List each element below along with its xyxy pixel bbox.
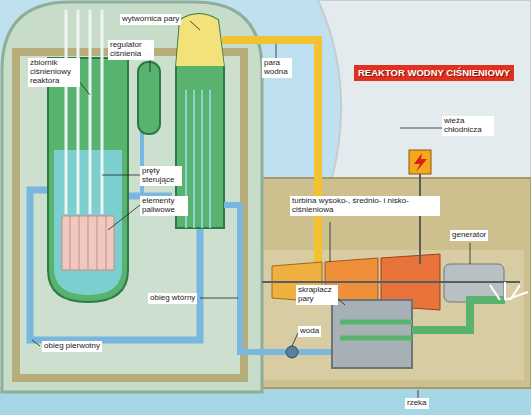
diagram-title: REAKTOR WODNY CIŚNIENIOWY — [354, 65, 514, 81]
pressurizer — [138, 62, 160, 134]
feed-pump — [286, 346, 298, 358]
containment-dome — [2, 2, 262, 392]
reactor-water — [54, 150, 122, 295]
part-label: generator — [450, 230, 488, 241]
steam-pipe — [222, 40, 318, 264]
high-voltage-sign — [409, 150, 431, 174]
steam-dome — [176, 14, 224, 66]
part-label: turbina wysoko-, średnio- i nisko- ciśni… — [290, 196, 440, 216]
turbine-shaft — [262, 281, 520, 283]
turbine-hall — [250, 178, 531, 388]
part-label: pręty sterujące — [140, 166, 182, 186]
part-label: skraplacz pary — [296, 285, 338, 305]
part-label: wieża chłodnicza — [442, 116, 494, 136]
fuel-assembly — [62, 216, 114, 270]
condenser-tubes — [340, 322, 412, 338]
part-label: wytwornica pary — [120, 14, 181, 25]
reactor-vessel — [48, 58, 128, 302]
part-label: obieg wtórny — [148, 293, 197, 304]
cooling-water-pipe — [412, 300, 505, 330]
part-label: elementy paliwowe — [140, 196, 188, 216]
concrete-shield — [16, 52, 244, 378]
lightning-symbol — [414, 153, 427, 172]
pressurizer-pipe — [140, 132, 144, 196]
part-label: zbiornik ciśnieniowy reaktora — [28, 58, 80, 87]
power-line — [419, 172, 421, 264]
water-spray — [490, 282, 528, 300]
part-label: para wodna — [262, 58, 292, 78]
secondary-loop-pipe — [224, 205, 340, 368]
fuel-rods — [70, 216, 106, 270]
control-rods — [66, 10, 102, 214]
condenser — [332, 300, 412, 368]
hall-interior — [262, 250, 524, 380]
part-label: woda — [298, 326, 321, 337]
part-label: regulator ciśnienia — [108, 40, 154, 60]
generator-tubes — [186, 90, 210, 228]
part-label: obieg pierwotny — [42, 341, 102, 352]
part-label: rzeka — [405, 398, 429, 409]
